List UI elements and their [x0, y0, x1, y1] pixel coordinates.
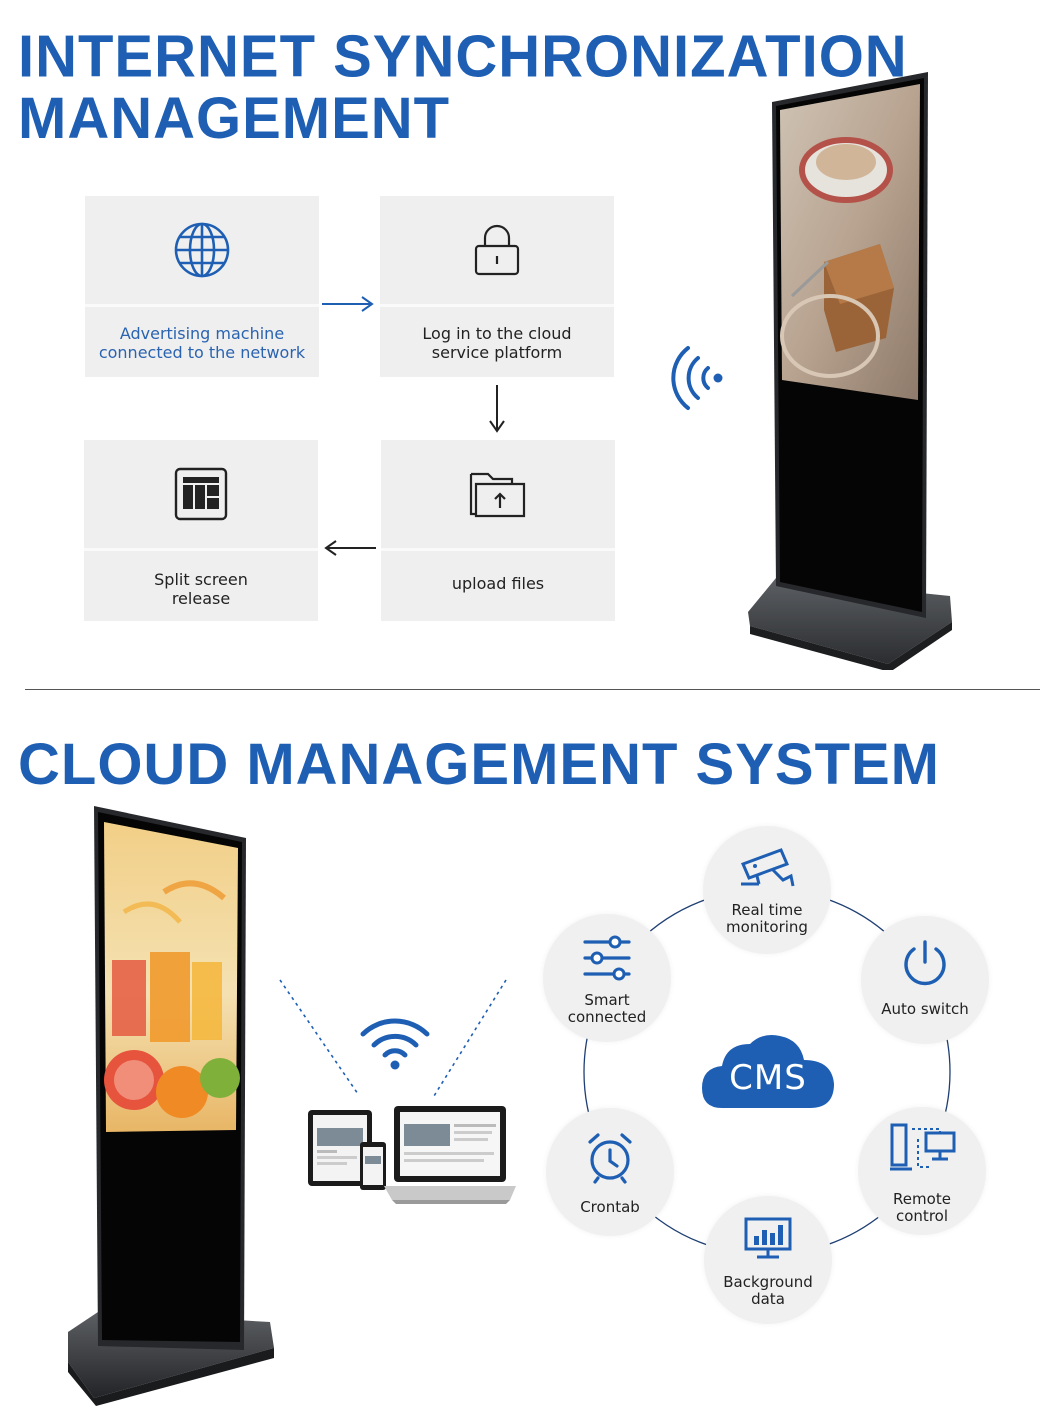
feature-crontab: Crontab — [546, 1108, 674, 1236]
arrow-right-icon — [322, 296, 374, 312]
feature-background-data: Background data — [704, 1196, 832, 1324]
connection-lines — [279, 979, 507, 1097]
kiosk-display-image — [68, 806, 274, 1406]
globe-icon — [174, 222, 230, 278]
camera-icon — [740, 848, 795, 887]
cms-label: CMS — [729, 1058, 807, 1098]
feature-auto-switch: Auto switch — [861, 916, 989, 1044]
bar-chart-icon — [744, 1217, 792, 1259]
feature-remote-control: Remote control — [858, 1107, 986, 1235]
split-screen-icon — [174, 467, 228, 521]
wireless-signal-icon — [671, 346, 723, 410]
step-card-upload: upload files — [381, 440, 615, 621]
feature-real-time-monitoring: Real time monitoring — [703, 826, 831, 954]
power-icon — [904, 940, 946, 986]
feature-label: Auto switch — [881, 1000, 969, 1018]
section-divider — [25, 689, 1040, 690]
feature-smart-connected: Smart connected — [543, 914, 671, 1042]
feature-label: Real time monitoring — [726, 901, 808, 936]
devices-image — [308, 1106, 516, 1204]
step-card-network: Advertising machine connected to the net… — [85, 196, 319, 377]
step-label-network: Advertising machine connected to the net… — [98, 324, 306, 362]
alarm-clock-icon — [588, 1133, 632, 1184]
feature-label: Smart connected — [567, 991, 647, 1026]
cms-cloud-icon — [702, 1035, 834, 1108]
step-label-login: Log in to the cloud service platform — [422, 324, 572, 362]
remote-devices-icon — [890, 1123, 956, 1171]
section1-title-line1: INTERNET SYNCHRONIZATION — [18, 23, 908, 90]
step-label-split: Split screen release — [154, 570, 248, 608]
step-card-split: Split screen release — [84, 440, 318, 621]
step-label-upload: upload files — [451, 574, 545, 593]
lock-icon — [474, 224, 520, 276]
section1-title-line2: MANAGEMENT — [18, 86, 451, 151]
feature-label: Crontab — [580, 1198, 640, 1216]
section2-title: CLOUD MANAGEMENT SYSTEM — [18, 732, 940, 797]
step-card-login: Log in to the cloud service platform — [380, 196, 614, 377]
arrow-down-icon — [489, 385, 505, 433]
wifi-icon — [360, 1018, 430, 1070]
sliders-icon — [583, 935, 631, 981]
kiosk-display-image — [748, 72, 952, 670]
feature-label: Remote control — [893, 1190, 951, 1225]
folder-upload-icon — [469, 472, 526, 518]
arrow-left-icon — [324, 540, 376, 556]
feature-label: Background data — [723, 1273, 813, 1308]
